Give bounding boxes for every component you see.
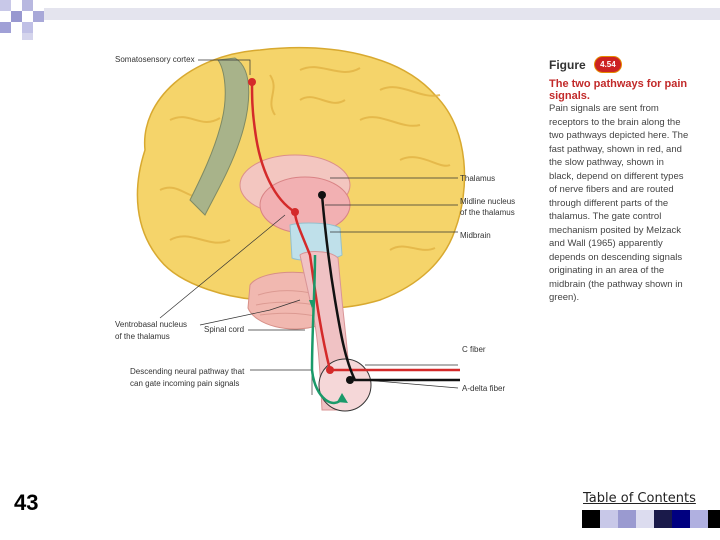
table-of-contents-link[interactable]: Table of Contents: [583, 491, 696, 506]
label-descending-pathway-2: can gate incoming pain signals: [130, 379, 240, 388]
decorative-footer-squares: [582, 510, 720, 528]
label-ventrobasal-nucleus-2: of the thalamus: [115, 332, 170, 341]
figure-label: Figure: [549, 57, 586, 72]
decorative-header-squares: [0, 0, 720, 40]
label-thalamus: Thalamus: [460, 174, 496, 183]
figure-title: The two pathways for pain signals.: [549, 78, 688, 102]
label-c-fiber: C fiber: [462, 345, 486, 354]
label-midline-nucleus-2: of the thalamus: [460, 208, 515, 217]
label-somatosensory-cortex: Somatosensory cortex: [115, 55, 195, 64]
label-descending-pathway-1: Descending neural pathway that: [130, 367, 245, 376]
slide-number: 43: [14, 490, 39, 515]
label-spinal-cord: Spinal cord: [204, 325, 245, 334]
label-a-delta-fiber: A-delta fiber: [462, 384, 506, 393]
figure-caption: Figure 4.54 The two pathways for pain si…: [549, 56, 689, 305]
label-ventrobasal-nucleus-1: Ventrobasal nucleus: [115, 320, 188, 329]
figure-body: Pain signals are sent from receptors to …: [549, 103, 689, 303]
somatosensory-cortex-strip: [189, 57, 250, 216]
label-midbrain: Midbrain: [460, 231, 491, 240]
descending-gate-pathway: [310, 254, 344, 405]
figure-number-badge: 4.54: [594, 56, 622, 74]
spinal-cross-section: [318, 358, 372, 412]
brain-gyri: [159, 66, 451, 251]
fast-pain-pathway: [250, 81, 460, 372]
figure-heading: Figure 4.54: [549, 56, 689, 74]
label-midline-nucleus-1: Midline nucleus: [460, 197, 516, 206]
slow-pain-pathway: [320, 194, 460, 382]
